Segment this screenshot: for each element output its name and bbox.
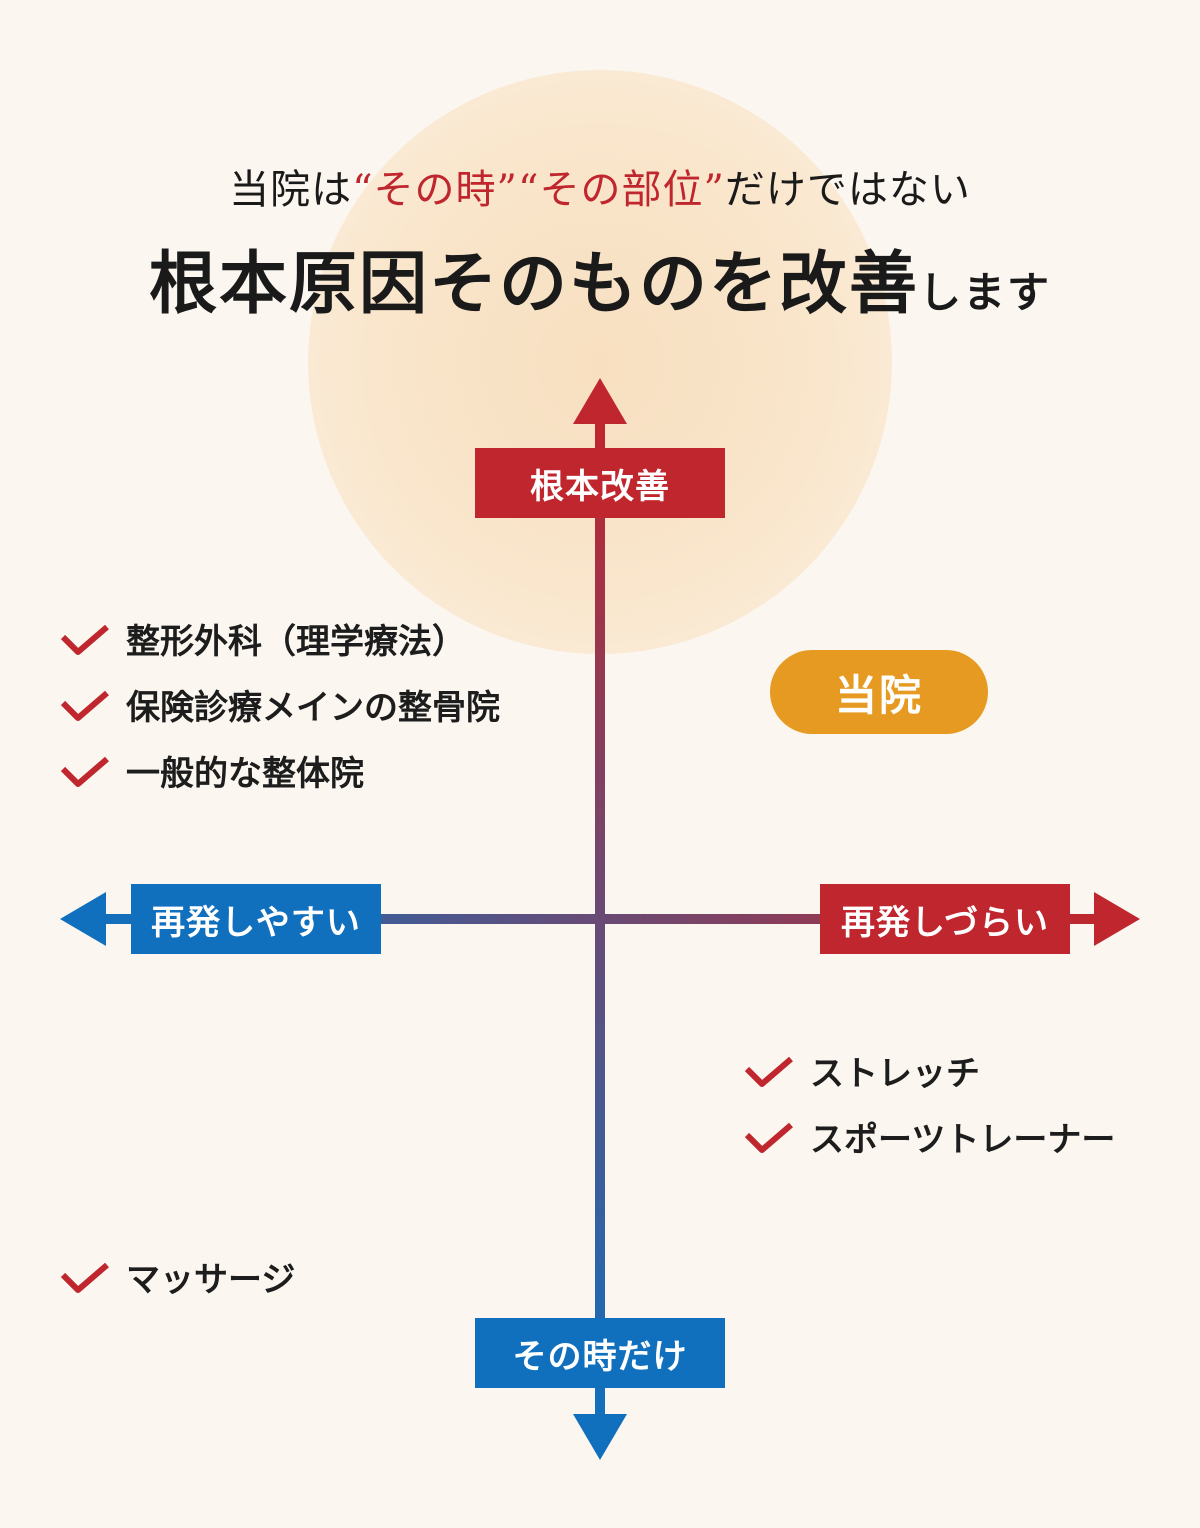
axis-label-right: 再発しづらい [820, 884, 1070, 954]
headline-line1: 当院は“その時”“その部位”だけではない [229, 167, 971, 213]
list-item: 保険診療メインの整骨院 [60, 680, 500, 729]
list-item: ストレッチ [744, 1046, 980, 1095]
accent-quote-time: “その時” [352, 167, 518, 213]
list-item: 一般的な整体院 [60, 746, 364, 795]
headline-line2: 根本原因そのものを改善します [148, 244, 1052, 324]
arrow-left-icon [60, 892, 106, 946]
check-icon [60, 1262, 109, 1293]
check-icon [60, 756, 109, 787]
check-icon [60, 690, 109, 721]
accent-quote-part: “その部位” [518, 167, 725, 213]
axis-label-left: 再発しやすい [131, 884, 381, 954]
horizontal-axis-line [100, 914, 1100, 924]
check-icon [60, 624, 109, 655]
arrow-right-icon [1094, 892, 1140, 946]
arrow-down-icon [573, 1414, 627, 1460]
list-item: 整形外科（理学療法） [60, 614, 466, 663]
check-icon [744, 1056, 793, 1087]
arrow-up-icon [573, 378, 627, 424]
check-icon [744, 1122, 793, 1153]
axis-label-top: 根本改善 [475, 448, 725, 518]
our-clinic-badge: 当院 [770, 650, 988, 734]
list-item: マッサージ [60, 1252, 295, 1301]
list-item: スポーツトレーナー [744, 1112, 1115, 1161]
axis-label-bottom: その時だけ [475, 1318, 725, 1388]
